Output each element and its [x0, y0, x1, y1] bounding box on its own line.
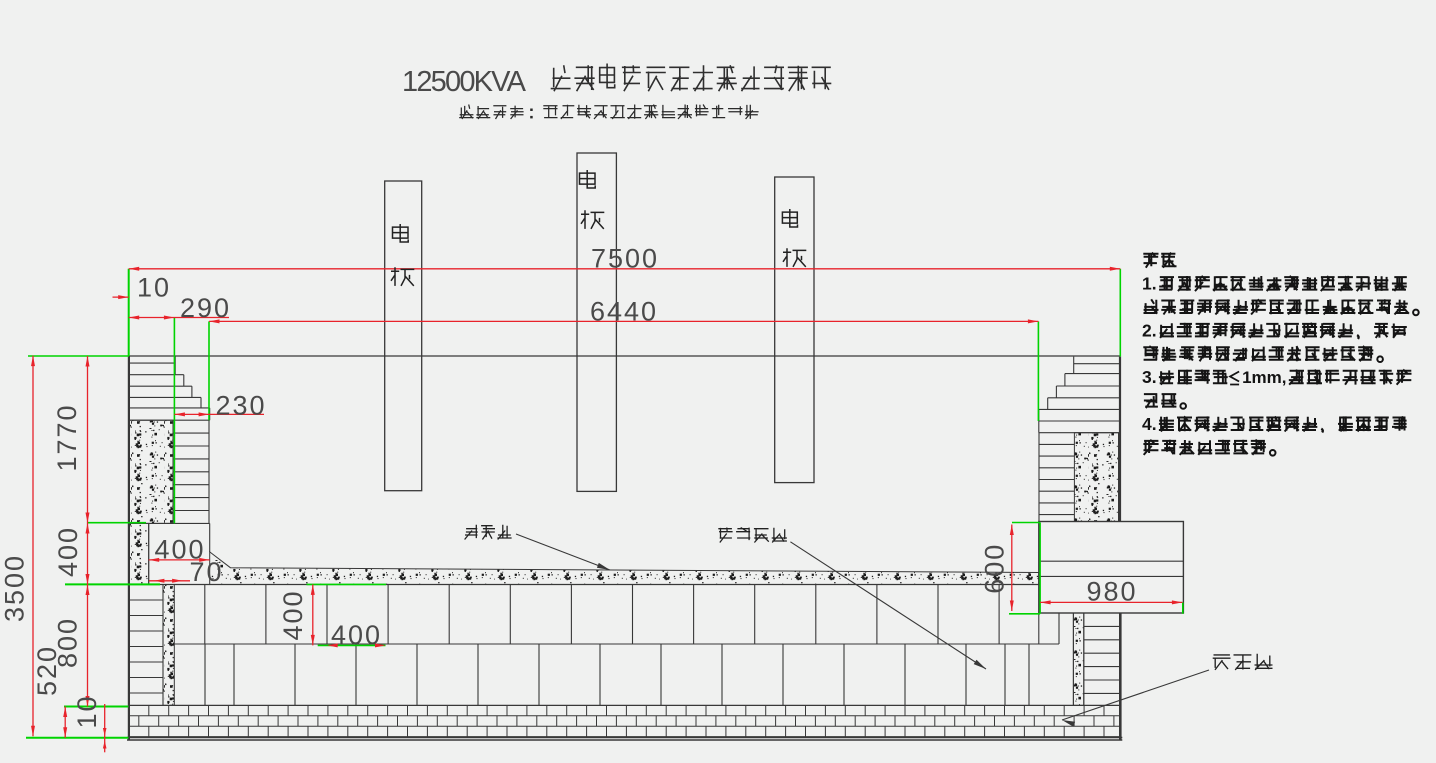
svg-text:1770: 1770: [52, 403, 82, 471]
svg-text:70: 70: [190, 557, 224, 587]
svg-text:290: 290: [180, 293, 231, 323]
svg-text:3.: 3.: [1142, 367, 1157, 387]
svg-text:400: 400: [278, 589, 308, 640]
svg-text:12500KVA: 12500KVA: [402, 66, 527, 98]
svg-text:980: 980: [1087, 577, 1138, 607]
svg-text:6440: 6440: [590, 297, 658, 327]
svg-text:2.: 2.: [1142, 320, 1157, 340]
svg-text:4.: 4.: [1142, 414, 1157, 434]
svg-text:230: 230: [216, 391, 267, 421]
svg-text:10: 10: [72, 694, 102, 728]
svg-text:1mm,: 1mm,: [1242, 368, 1286, 387]
svg-text:520: 520: [32, 645, 62, 696]
svg-text:800: 800: [53, 617, 83, 668]
svg-text:400: 400: [331, 620, 382, 650]
svg-text:10: 10: [137, 273, 171, 303]
svg-text:400: 400: [155, 535, 206, 565]
svg-text:3500: 3500: [0, 554, 30, 622]
svg-text:1.: 1.: [1142, 274, 1157, 294]
svg-text:600: 600: [980, 543, 1010, 594]
svg-text:400: 400: [53, 526, 83, 577]
svg-text:7500: 7500: [591, 244, 659, 274]
